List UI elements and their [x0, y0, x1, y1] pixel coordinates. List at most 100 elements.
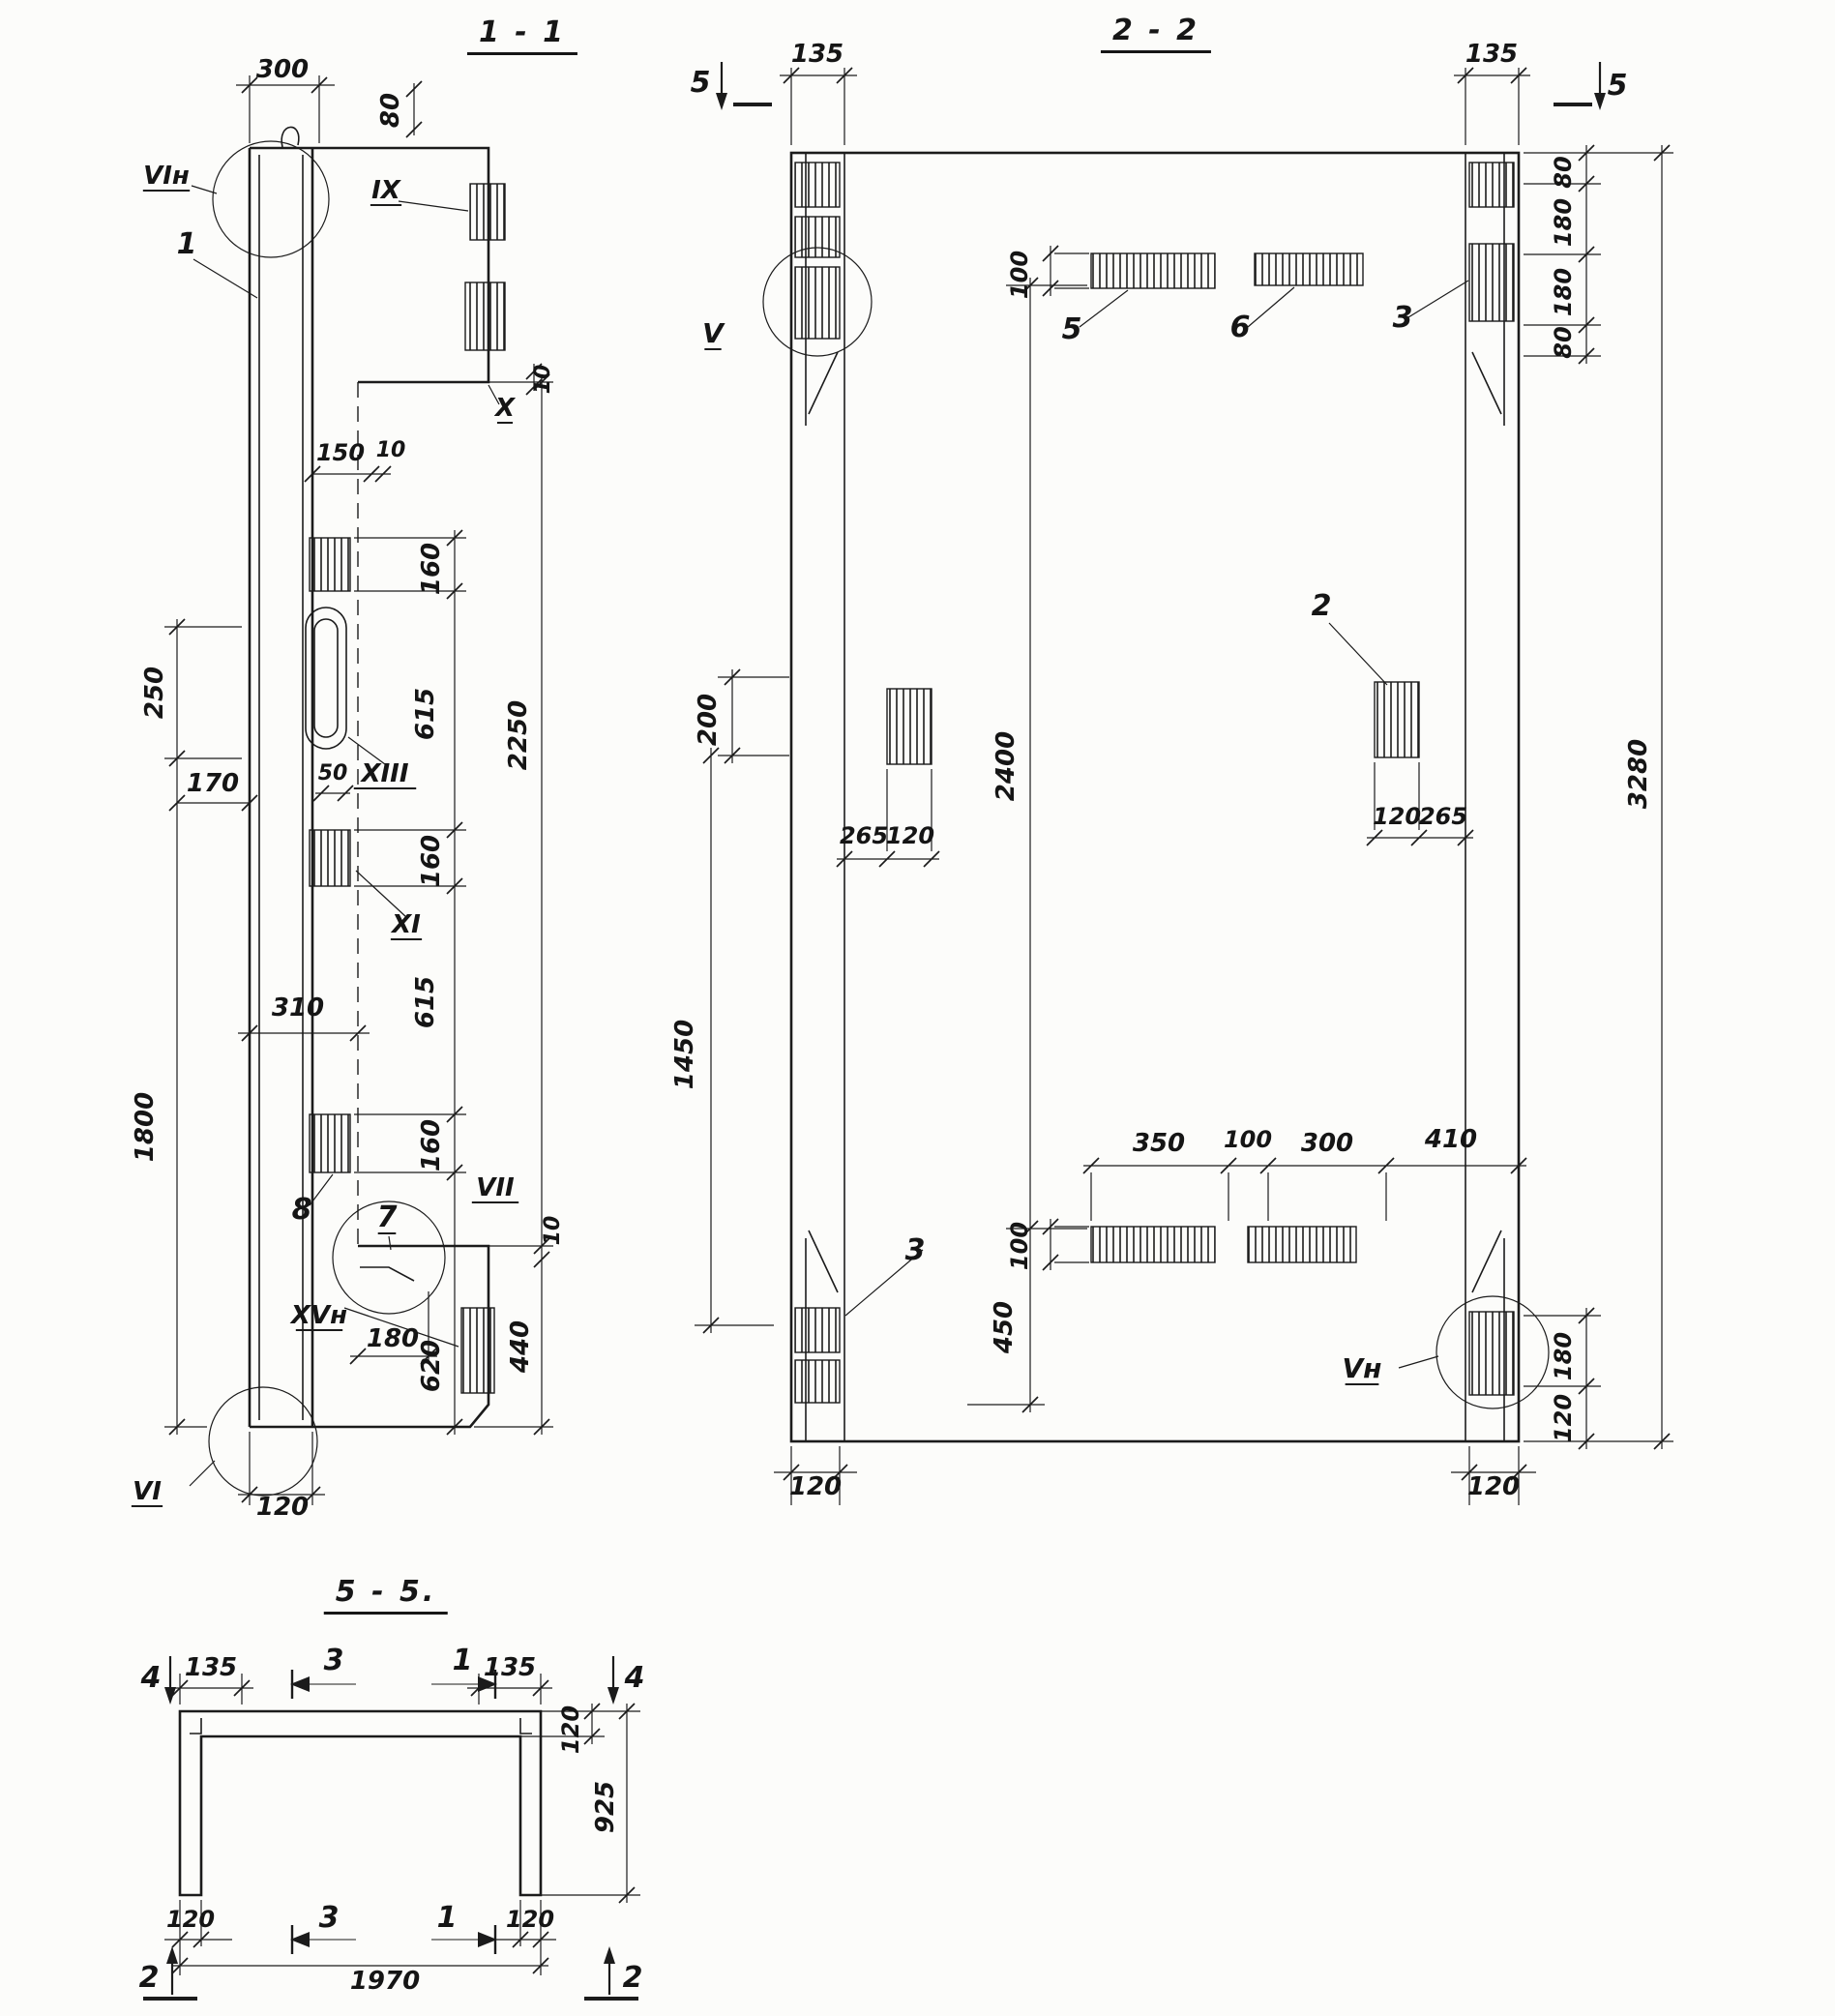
- dim-label: 100: [1006, 251, 1033, 299]
- strand-bundle-6: [1254, 252, 1364, 286]
- dim-label: 80: [1550, 326, 1577, 358]
- dimension-lines: [176, 83, 543, 1496]
- dim-label: 265: [840, 822, 888, 849]
- dim-label: 180: [367, 1324, 419, 1353]
- mark-label: 3: [324, 1644, 344, 1677]
- dim-label: 120: [1467, 1472, 1520, 1501]
- detail-circle-Vn: [1435, 1295, 1550, 1409]
- anchor-block: [794, 162, 841, 208]
- ref-label: XIII: [359, 759, 408, 788]
- rib-taper-lines: [808, 351, 1502, 1293]
- dim-label: 120: [256, 1493, 309, 1522]
- lifting-hook: [281, 126, 300, 148]
- dim-label: 120: [789, 1472, 842, 1501]
- anchor-block-3: [1468, 243, 1515, 322]
- ref-label: V: [702, 317, 725, 349]
- dim-label: 250: [140, 667, 169, 719]
- part-label: 5: [1062, 312, 1082, 346]
- dim-label: 200: [694, 694, 723, 746]
- channel-outline: [178, 1709, 543, 1897]
- section-cut-marks-5: [716, 62, 1606, 110]
- leader-lines: [844, 280, 1469, 1369]
- dim-label: 615: [411, 976, 440, 1028]
- anchor-block: [794, 216, 841, 258]
- embedded-part-X: [464, 282, 506, 351]
- dim-label: 410: [1424, 1125, 1477, 1154]
- part-label: 2: [1312, 589, 1332, 623]
- embedded-part-XVn: [460, 1307, 495, 1394]
- ref-label: VIн: [143, 162, 190, 191]
- dim-label: 180: [1550, 268, 1577, 316]
- dim-label: 100: [1006, 1222, 1033, 1270]
- dim-label: 100: [1224, 1126, 1272, 1153]
- embedded-part-IX: [469, 183, 506, 241]
- dim-label: 135: [484, 1653, 536, 1682]
- lifting-slot-outer: [305, 607, 347, 750]
- dim-label: 160: [417, 543, 446, 595]
- dim-label: 120: [1550, 1394, 1577, 1442]
- anchor-block: [794, 1359, 841, 1404]
- mark-label: 5: [691, 66, 711, 100]
- section-title-1-1: 1 - 1: [466, 15, 578, 55]
- dim-label: 50: [318, 761, 348, 786]
- dim-label: 120: [1373, 803, 1421, 830]
- dim-label: 135: [791, 40, 844, 69]
- section-1-1-view: [164, 75, 553, 1505]
- dim-label: 10: [376, 438, 406, 462]
- dim-label: 1450: [670, 1020, 699, 1089]
- mark-label: 1: [453, 1644, 473, 1677]
- ref-label: Vн: [1342, 1352, 1381, 1384]
- lifting-slot-inner: [313, 618, 339, 738]
- panel-outline: [789, 151, 1521, 1443]
- mark-label: 1: [437, 1901, 458, 1935]
- extension-lines: [164, 75, 553, 1505]
- dim-label: 135: [185, 1653, 237, 1682]
- part-label: 8: [292, 1193, 312, 1227]
- dim-label: 160: [417, 835, 446, 887]
- dim-label: 150: [316, 439, 365, 466]
- part-label: 6: [1230, 311, 1251, 344]
- section-2-2-view: [695, 62, 1673, 1505]
- part-label: 7: [377, 1201, 398, 1234]
- dim-label: 310: [272, 993, 324, 1023]
- dim-label: 1800: [131, 1092, 160, 1162]
- leader-lines: [189, 185, 500, 1487]
- mark-label: 5: [1608, 69, 1628, 103]
- part-label: 1: [177, 227, 197, 261]
- panel-foot-outline: [250, 1244, 490, 1429]
- anchor-block-Vn: [1468, 1311, 1515, 1396]
- panel-head-outline: [250, 146, 490, 384]
- ref-label: XVн: [289, 1301, 347, 1330]
- detail-circle-VIn: [212, 140, 330, 258]
- section-title-5-5: 5 - 5.: [323, 1575, 449, 1615]
- dim-label: 135: [1465, 40, 1518, 69]
- mark-label: 4: [624, 1661, 645, 1695]
- dim-label: 300: [256, 55, 309, 84]
- strand-bundle: [1090, 1226, 1216, 1263]
- dim-label: 80: [376, 93, 405, 128]
- dim-label: 120: [557, 1705, 584, 1754]
- dim-label: 120: [506, 1906, 554, 1933]
- anchor-block: [794, 1307, 841, 1353]
- dimension-lines: [164, 1687, 628, 1967]
- dim-label: 180: [1550, 198, 1577, 247]
- dim-label: 1970: [350, 1967, 420, 1996]
- extension-lines: [695, 68, 1673, 1505]
- strand-bundle: [1247, 1226, 1357, 1263]
- ref-label: VI: [133, 1477, 162, 1506]
- anchor-block: [1468, 162, 1515, 208]
- anchor-block: [309, 829, 351, 887]
- detail-circle-VII: [332, 1201, 446, 1315]
- anchor-block-V: [794, 266, 841, 340]
- part-label: 3: [905, 1233, 926, 1267]
- mark-label: 2: [623, 1961, 643, 1995]
- part-label: 3: [1393, 301, 1413, 335]
- dim-label: 80: [1550, 156, 1577, 188]
- dim-label: 440: [506, 1320, 535, 1374]
- strand-bundle-5: [1090, 252, 1216, 289]
- dim-label: 2250: [504, 700, 533, 770]
- anchor-block: [309, 1113, 351, 1173]
